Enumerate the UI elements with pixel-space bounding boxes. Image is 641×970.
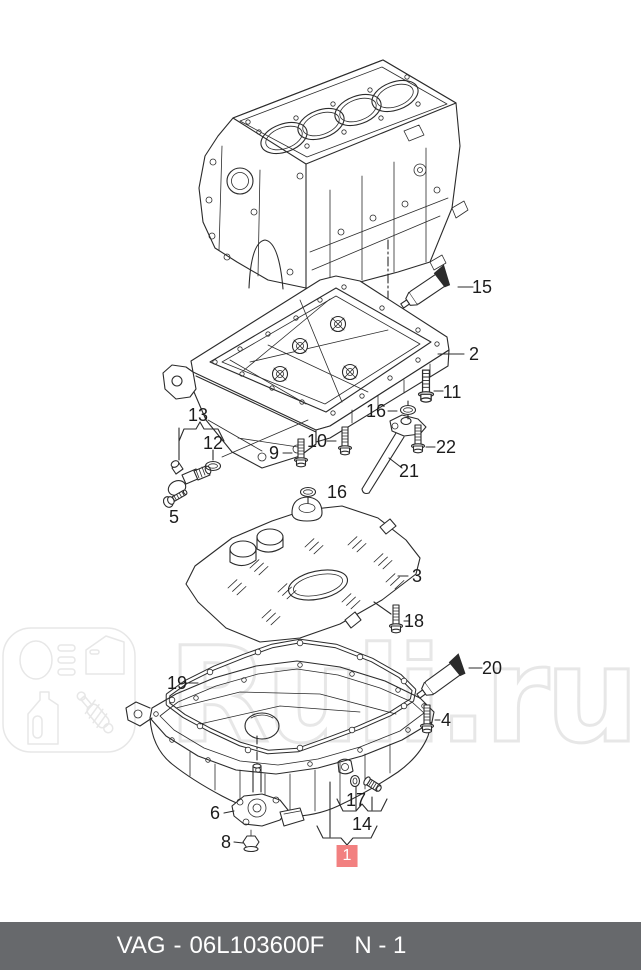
mounting-line bbox=[221, 419, 309, 458]
oil-level-sensor bbox=[231, 763, 305, 827]
separator: - bbox=[173, 932, 182, 959]
sump-gasket bbox=[165, 638, 417, 755]
callout-21[interactable]: 21 bbox=[398, 461, 420, 481]
sump-rim-holes bbox=[212, 284, 440, 416]
footer-text: VAG - 06L103600F N - 1 bbox=[117, 932, 407, 960]
callout-1[interactable]: 1 bbox=[336, 845, 358, 867]
leader-lines bbox=[178, 286, 483, 844]
sump-towers bbox=[271, 315, 359, 383]
exploded-parts-diagram: Ruli.ru bbox=[2, 59, 641, 853]
deck-holes bbox=[245, 74, 421, 149]
bracket-13 bbox=[178, 421, 225, 442]
footer-bar: VAG - 06L103600F N - 1 bbox=[0, 922, 641, 970]
gasket-holes bbox=[168, 639, 408, 754]
shock-absorber-icon bbox=[76, 691, 114, 734]
part-number[interactable]: 06L103600F bbox=[189, 932, 325, 959]
callout-11[interactable]: 11 bbox=[442, 382, 462, 402]
callout-19[interactable]: 19 bbox=[166, 673, 188, 693]
sensor-nut bbox=[242, 829, 260, 853]
callout-22[interactable]: 22 bbox=[435, 437, 457, 457]
baffle-plate bbox=[185, 496, 421, 643]
callout-20[interactable]: 20 bbox=[481, 658, 503, 678]
callout-13[interactable]: 13 bbox=[187, 405, 209, 425]
sump-ribs bbox=[229, 298, 389, 405]
callout-6[interactable]: 6 bbox=[209, 803, 221, 823]
icon-panel-watermark bbox=[2, 627, 136, 753]
engine-block bbox=[198, 59, 469, 291]
page-number-label: N - 1 bbox=[354, 932, 407, 959]
right-face-details bbox=[309, 124, 469, 287]
callout-2[interactable]: 2 bbox=[468, 344, 480, 364]
oil-canister-icon bbox=[27, 691, 59, 745]
drain-plug bbox=[349, 774, 382, 792]
callout-15[interactable]: 15 bbox=[471, 277, 493, 297]
left-face-details bbox=[205, 145, 304, 277]
callout-10[interactable]: 10 bbox=[306, 431, 328, 451]
callout-12[interactable]: 12 bbox=[202, 433, 224, 453]
callout-8[interactable]: 8 bbox=[220, 832, 232, 852]
callout-9[interactable]: 9 bbox=[268, 443, 280, 463]
car-door-icon bbox=[85, 635, 125, 675]
cylinder-bores bbox=[260, 79, 419, 155]
headlight-icon bbox=[19, 640, 76, 680]
brand-label: VAG bbox=[116, 932, 166, 959]
callout-4[interactable]: 4 bbox=[440, 710, 452, 730]
bracket-17 bbox=[336, 798, 388, 812]
screw bbox=[162, 489, 188, 508]
callout-5[interactable]: 5 bbox=[168, 507, 180, 527]
callout-16[interactable]: 16 bbox=[326, 482, 348, 502]
callout-16[interactable]: 16 bbox=[365, 401, 387, 421]
callout-17[interactable]: 17 bbox=[345, 790, 367, 810]
callout-14[interactable]: 14 bbox=[351, 814, 373, 834]
pan-ribs bbox=[189, 743, 391, 814]
callout-layer: 15 2 11 16 13 10 12 22 9 21 16 5 3 18 20 19 4 17 6 14 8 1 bbox=[166, 277, 503, 867]
callout-18[interactable]: 18 bbox=[403, 611, 425, 631]
callout-3[interactable]: 3 bbox=[411, 566, 423, 586]
